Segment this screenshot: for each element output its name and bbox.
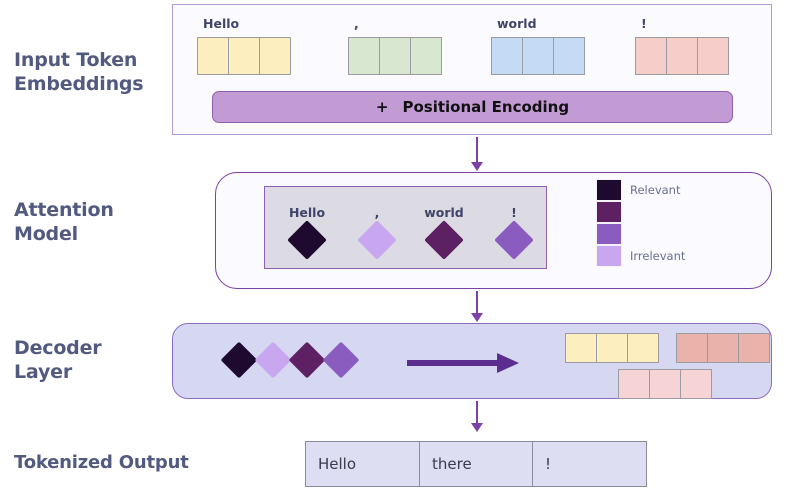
input-label-line2: Embeddings [14,73,144,95]
legend-label-irrelevant: Irrelevant [630,249,686,263]
decoder-diamond-2 [254,341,292,379]
embedding-cell [635,37,667,75]
decoder-output-group-salmon [676,333,770,363]
embedding-cell [491,37,523,75]
output-cell [627,333,659,363]
embedding-cell [410,37,442,75]
arrow-input-to-attention-icon [471,137,483,171]
attention-label-hello: Hello [288,205,326,220]
embedding-cell [522,37,554,75]
positional-encoding-label: Positional Encoding [402,98,570,116]
row-label-input-token-embeddings: Input Token Embeddings [14,48,144,96]
decoder-output-group-yellow [565,333,659,363]
token-word-exclamation: ! [641,16,647,31]
embedding-cell [379,37,411,75]
decoder-diamond-1 [220,341,258,379]
attention-label-line1: Attention [14,199,114,221]
output-cell [680,369,712,399]
embedding-cell [228,37,260,75]
decoder-output-group-pink [618,369,712,399]
positional-encoding-bar: + Positional Encoding [212,91,733,123]
decoder-label-line2: Layer [14,361,72,383]
tokenized-output-table: Hello there ! [305,441,647,487]
output-token-cell: ! [532,442,646,486]
output-token-cell: there [419,442,532,486]
legend-swatch-relevant [596,179,622,201]
legend-swatch-irrelevant [596,245,622,267]
output-token-cell: Hello [306,442,419,486]
attention-diamond-hello [287,220,327,260]
attention-label-exclamation: ! [511,205,517,220]
attention-token-comma: , [347,205,407,260]
embedding-cell [697,37,729,75]
token-cells-comma [348,37,442,75]
token-word-hello: Hello [203,16,240,31]
attention-token-hello: Hello [277,205,337,260]
attention-diamond-world [424,220,464,260]
row-label-tokenized-output: Tokenized Output [14,452,189,473]
embedding-cell [259,37,291,75]
decoder-diamond-3 [288,341,326,379]
attention-diamond-exclamation [494,220,534,260]
row-label-attention-model: Attention Model [14,198,114,246]
token-cells-world [491,37,585,75]
input-label-line1: Input Token [14,49,138,71]
legend-swatch-column [596,179,622,267]
embedding-cell [197,37,229,75]
embedding-cell [348,37,380,75]
output-cell [707,333,739,363]
decoder-transform-arrow-icon [407,353,519,373]
output-cell [565,333,597,363]
legend-label-relevant: Relevant [630,183,681,197]
decoder-diamond-row [220,341,360,379]
attention-token-exclamation: ! [484,205,544,260]
attention-diamond-comma [357,220,397,260]
legend-swatch-irrelevant-mid [596,223,622,245]
attention-token-world: world [414,205,474,260]
output-cell [676,333,708,363]
embedding-cell [553,37,585,75]
decoder-label-line1: Decoder [14,337,102,359]
plus-icon: + [375,98,389,116]
legend-swatch-relevant-mid [596,201,622,223]
embedding-cell [666,37,698,75]
token-cells-hello [197,37,291,75]
attention-label-line2: Model [14,223,78,245]
attention-label-comma: , [374,205,380,220]
attention-label-world: world [424,205,464,220]
output-cell [649,369,681,399]
output-cell [618,369,650,399]
token-word-world: world [497,16,537,31]
output-cell [596,333,628,363]
arrow-attention-to-decoder-icon [471,291,483,322]
token-cells-exclamation [635,37,729,75]
arrow-decoder-to-output-icon [471,401,483,432]
output-cell [738,333,770,363]
decoder-diamond-4 [322,341,360,379]
token-word-comma: , [354,16,359,31]
row-label-decoder-layer: Decoder Layer [14,336,102,384]
